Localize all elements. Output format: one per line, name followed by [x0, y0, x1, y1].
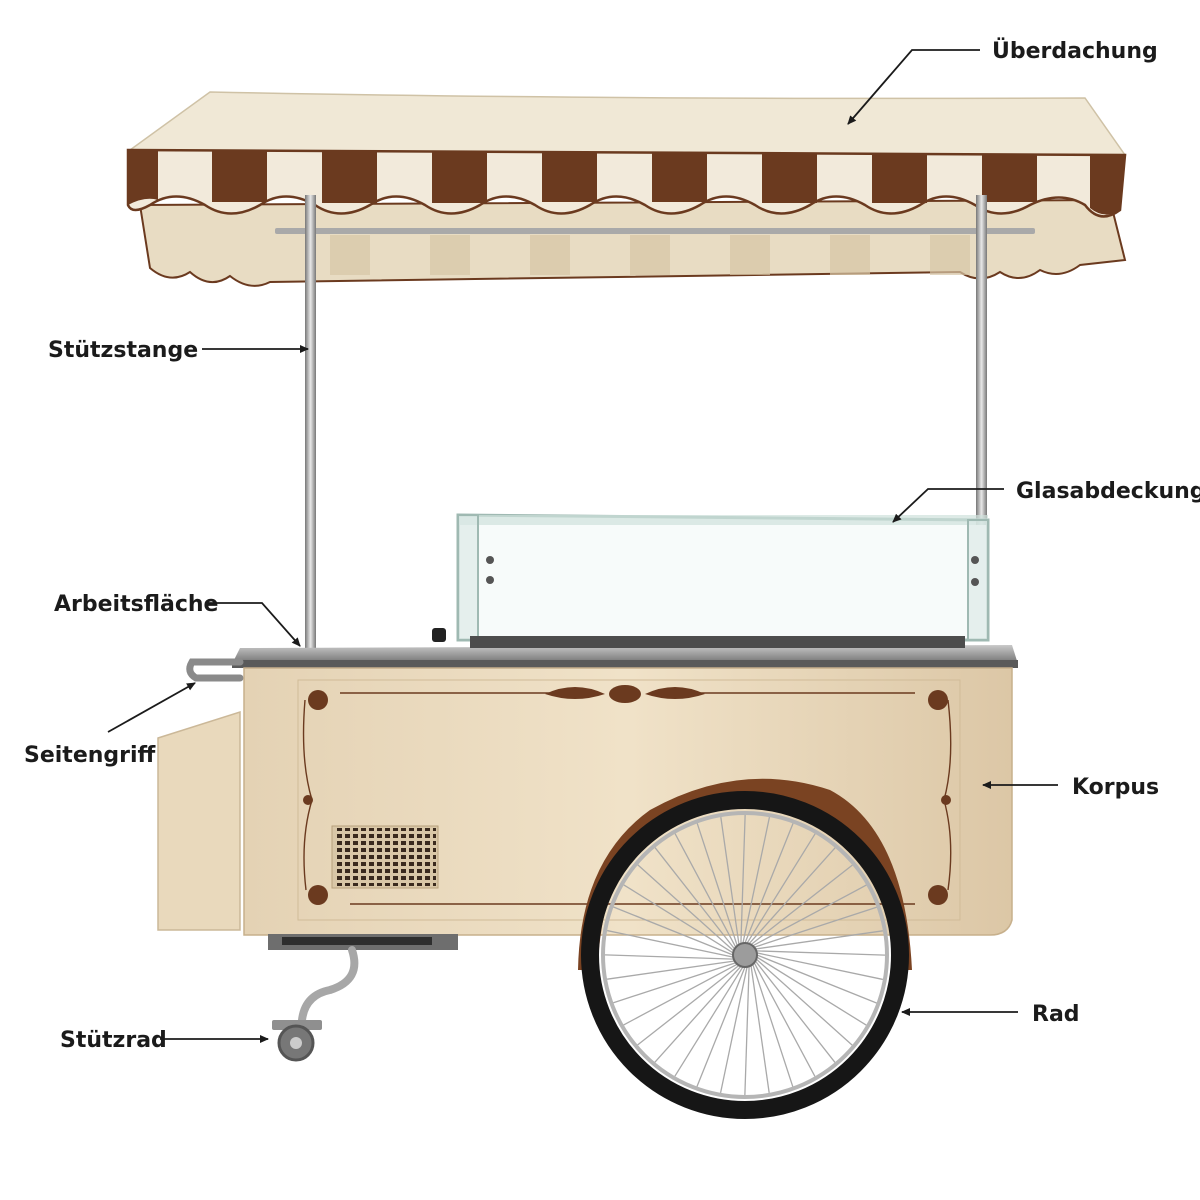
wheel-spoke	[696, 823, 738, 947]
callout-glass-cover: Glasabdeckung	[892, 479, 1200, 523]
callout-support-pole: Stützstange	[48, 338, 309, 363]
wheel-spoke	[674, 833, 737, 948]
callout-side-handle: Seitengriff	[24, 682, 196, 768]
wheel-spoke	[752, 963, 794, 1087]
wheel-spoke	[742, 817, 771, 944]
wheel-spoke	[740, 814, 746, 944]
wheel-spoke	[719, 966, 748, 1093]
side-compartment	[157, 710, 241, 931]
wheel-spoke	[750, 864, 853, 946]
wheel-spoke	[720, 817, 740, 945]
wheel-spokes	[604, 814, 886, 1096]
wheel-spoke	[746, 833, 816, 944]
wheel-spoke	[696, 966, 746, 1087]
wheel-spoke	[753, 906, 877, 948]
label-support-pole: Stützstange	[48, 338, 198, 363]
wheel-spoke	[748, 847, 836, 945]
canopy-frame-bar	[275, 228, 1035, 234]
wheel-spoke	[637, 964, 740, 1046]
wheel-spoke	[750, 965, 770, 1093]
callout-caster: Stützrad	[60, 1028, 269, 1053]
label-body: Korpus	[1072, 775, 1159, 800]
glass-cover	[456, 513, 990, 642]
wheel-spoke	[756, 956, 867, 1026]
wheel-spoke	[637, 864, 735, 952]
wheel-spoke	[654, 847, 736, 950]
wheel-spoke	[607, 929, 734, 958]
label-glass-cover: Glasabdeckung	[1016, 479, 1200, 504]
callout-body: Korpus	[982, 775, 1159, 800]
wheel-spoke	[613, 962, 737, 1004]
canopy-top	[127, 91, 1127, 156]
callouts: Überdachung Stützstange Glasabdeckung Ar…	[24, 38, 1200, 1053]
caster-wheel	[272, 946, 359, 1062]
wheel-spoke	[613, 906, 734, 956]
canopy-inner-stripes	[330, 235, 970, 275]
label-side-handle: Seitengriff	[24, 743, 157, 768]
callout-canopy: Überdachung	[847, 38, 1158, 125]
canopy-stripes	[128, 150, 1125, 215]
big-wheel	[578, 778, 912, 1119]
vent-grille	[331, 825, 439, 889]
ornament-flourishes	[303, 685, 951, 905]
side-handle	[186, 658, 244, 682]
wheel-spoke	[744, 823, 794, 944]
wheel-spoke	[674, 966, 744, 1077]
wheel-spoke	[744, 966, 750, 1096]
wheel-spoke	[754, 960, 836, 1063]
wheel-spoke	[654, 965, 742, 1063]
wheel-spoke	[755, 958, 853, 1046]
wheel-spoke	[604, 954, 734, 960]
label-wheel: Rad	[1032, 1002, 1080, 1027]
work-surface	[232, 628, 1018, 668]
label-caster: Stützrad	[60, 1028, 167, 1053]
wheel-spoke	[623, 884, 734, 954]
undercarriage	[268, 934, 458, 950]
wheel-spoke	[752, 884, 867, 947]
cart-body	[243, 667, 1013, 936]
label-work-surface: Arbeitsfläche	[54, 592, 218, 617]
wheel-spoke	[756, 952, 883, 981]
support-poles	[305, 195, 987, 650]
wheel-spoke	[623, 963, 738, 1026]
canopy	[126, 91, 1127, 287]
wheel-spoke	[607, 960, 735, 980]
wheel-spoke	[756, 950, 886, 956]
wheel-spoke	[756, 954, 877, 1004]
label-canopy: Überdachung	[992, 38, 1158, 64]
callout-wheel: Rad	[901, 1002, 1080, 1027]
wheel-spoke	[755, 930, 883, 950]
callout-work-surface: Arbeitsfläche	[54, 592, 301, 647]
wheel-spoke	[753, 962, 816, 1077]
